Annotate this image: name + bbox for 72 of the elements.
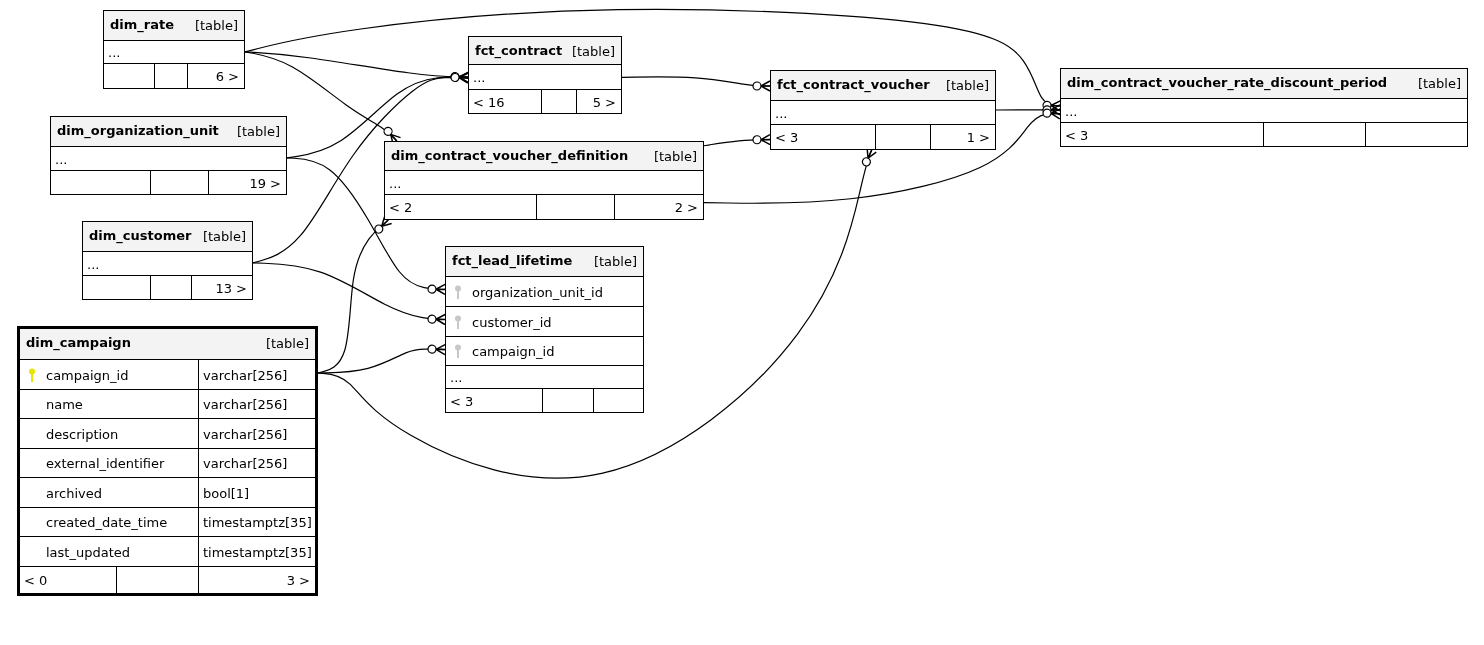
child-count: 3 > <box>286 572 310 588</box>
column-type: timestamptz[35] <box>203 544 312 559</box>
table-name: dim_rate <box>110 17 175 32</box>
database-table <box>770 70 996 150</box>
parent-count: < 3 <box>450 393 474 408</box>
more-columns-ellipsis: ... <box>55 151 68 166</box>
column-name: archived <box>46 485 102 500</box>
parent-count: < 3 <box>1065 127 1089 142</box>
column-type: varchar[256] <box>203 396 288 412</box>
table-name: dim_customer <box>89 228 192 243</box>
table-name: dim_organization_unit <box>57 123 219 138</box>
column-name: description <box>46 426 119 441</box>
table-name: fct_lead_lifetime <box>452 253 573 268</box>
column-type: varchar[256] <box>203 455 288 471</box>
table-name: dim_campaign <box>26 335 131 350</box>
table-type-label: [table] <box>194 18 238 33</box>
table-type-label: [table] <box>1417 76 1461 91</box>
table-type-label: [table] <box>593 254 637 269</box>
parent-count: < 16 <box>473 94 505 109</box>
column-name: created_date_time <box>46 514 168 530</box>
database-table <box>17 326 318 596</box>
table-type-label: [table] <box>236 124 280 139</box>
column-name: last_updated <box>46 544 130 559</box>
child-count: 1 > <box>966 129 990 145</box>
more-columns-ellipsis: ... <box>473 69 486 85</box>
database-table <box>103 10 245 89</box>
relationship-line <box>286 157 446 296</box>
child-count: 5 > <box>592 94 616 109</box>
more-columns-ellipsis: ... <box>389 175 402 190</box>
database-table <box>1060 68 1468 147</box>
parent-count: < 0 <box>24 572 48 588</box>
relationship-line <box>703 108 1061 204</box>
column-name: customer_id <box>472 314 552 329</box>
database-table <box>384 141 704 220</box>
more-columns-ellipsis: ... <box>450 369 463 385</box>
child-count: 19 > <box>249 175 281 190</box>
table-type-label: [table] <box>653 149 697 164</box>
child-count: 2 > <box>674 199 698 215</box>
more-columns-ellipsis: ... <box>108 44 121 60</box>
database-table <box>445 246 644 413</box>
table-type-label: [table] <box>265 336 309 351</box>
relationship-line <box>252 262 446 326</box>
column-name: campaign_id <box>472 343 555 359</box>
table-type-label: [table] <box>571 44 615 59</box>
column-type: bool[1] <box>203 485 250 500</box>
relationship-line <box>621 76 771 92</box>
column-name: name <box>46 396 83 412</box>
relationship-line <box>703 133 771 147</box>
table-name: fct_contract <box>475 43 563 58</box>
column-name: organization_unit_id <box>472 284 603 299</box>
child-count: 6 > <box>215 68 239 84</box>
database-table <box>468 36 622 114</box>
column-type: varchar[256] <box>203 426 288 441</box>
more-columns-ellipsis: ... <box>775 105 788 120</box>
database-table <box>82 221 253 300</box>
column-name: campaign_id <box>46 367 129 382</box>
parent-count: < 3 <box>775 129 799 145</box>
relationship-line <box>995 104 1061 116</box>
column-name: external_identifier <box>46 455 165 471</box>
table-name: fct_contract_voucher <box>777 77 930 92</box>
relationship-line <box>244 8 1061 112</box>
table-type-label: [table] <box>202 229 246 244</box>
more-columns-ellipsis: ... <box>87 256 100 271</box>
table-name: dim_contract_voucher_rate_discount_period <box>1067 75 1388 90</box>
more-columns-ellipsis: ... <box>1065 103 1078 118</box>
database-table <box>50 116 287 195</box>
table-type-label: [table] <box>945 78 989 93</box>
table-name: dim_contract_voucher_definition <box>391 148 629 163</box>
child-count: 13 > <box>215 280 247 295</box>
column-type: varchar[256] <box>203 367 288 382</box>
parent-count: < 2 <box>389 199 413 215</box>
column-type: timestamptz[35] <box>203 514 312 530</box>
